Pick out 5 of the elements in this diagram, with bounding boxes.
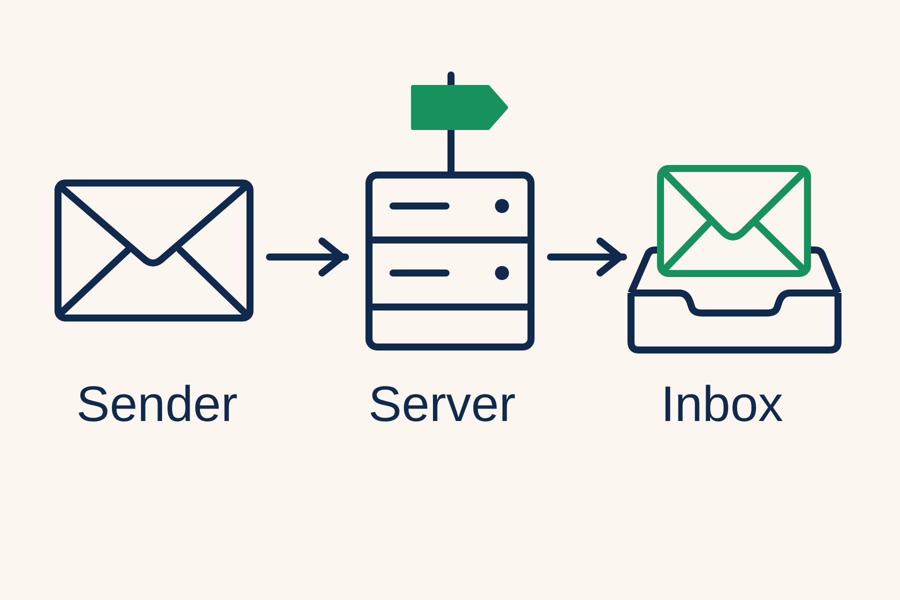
node-label: Server [368,376,516,432]
arrow [547,238,627,276]
node-label: Inbox [660,376,784,432]
node-label: Sender [76,376,238,432]
arrow [266,238,349,276]
